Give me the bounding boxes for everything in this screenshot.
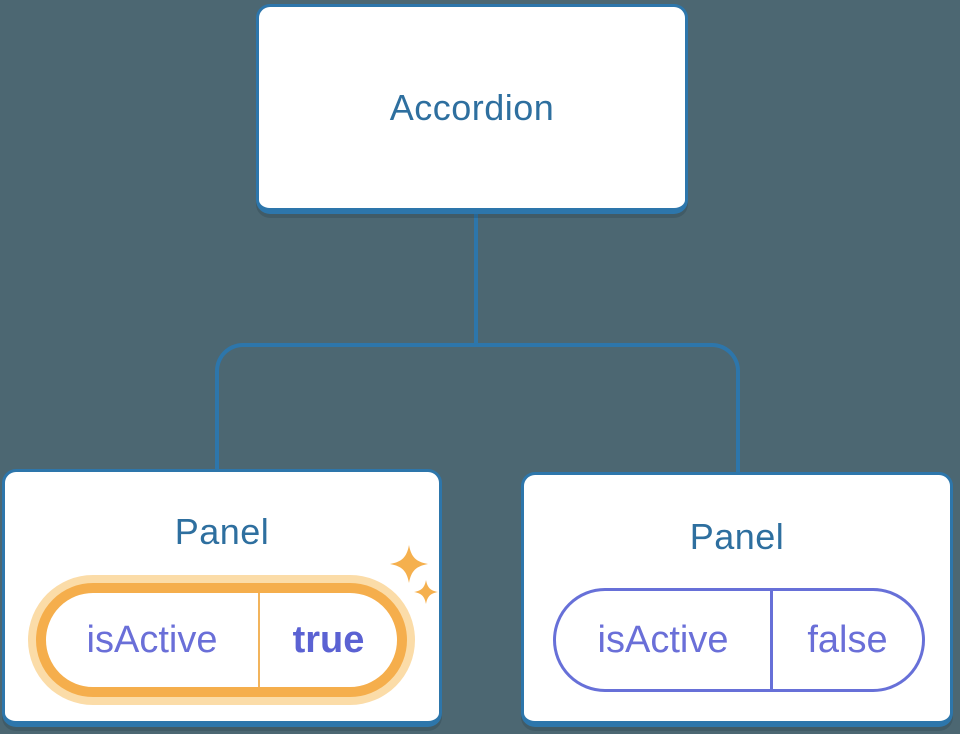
- prop-pill-inactive: isActive false: [553, 588, 925, 692]
- accordion-node: Accordion: [256, 4, 688, 214]
- prop-value-label: false: [807, 618, 888, 661]
- prop-name-label: isActive: [46, 593, 260, 687]
- accordion-label: Accordion: [389, 86, 555, 128]
- panel-inactive-label: Panel: [689, 516, 785, 557]
- prop-value-label: true: [292, 618, 365, 661]
- panel-node-inactive: Panel isActive false: [521, 472, 953, 727]
- panel-node-active: Panel isActive true: [2, 469, 442, 727]
- prop-name-label: isActive: [556, 591, 773, 689]
- tree-connector-root-line: [474, 210, 478, 346]
- panel-active-label: Panel: [174, 511, 270, 552]
- sparkle-icon-large: [390, 545, 428, 583]
- prop-pill-active: isActive true: [36, 583, 407, 697]
- tree-connector-branch: [215, 343, 740, 474]
- sparkle-icon-small: [414, 580, 438, 604]
